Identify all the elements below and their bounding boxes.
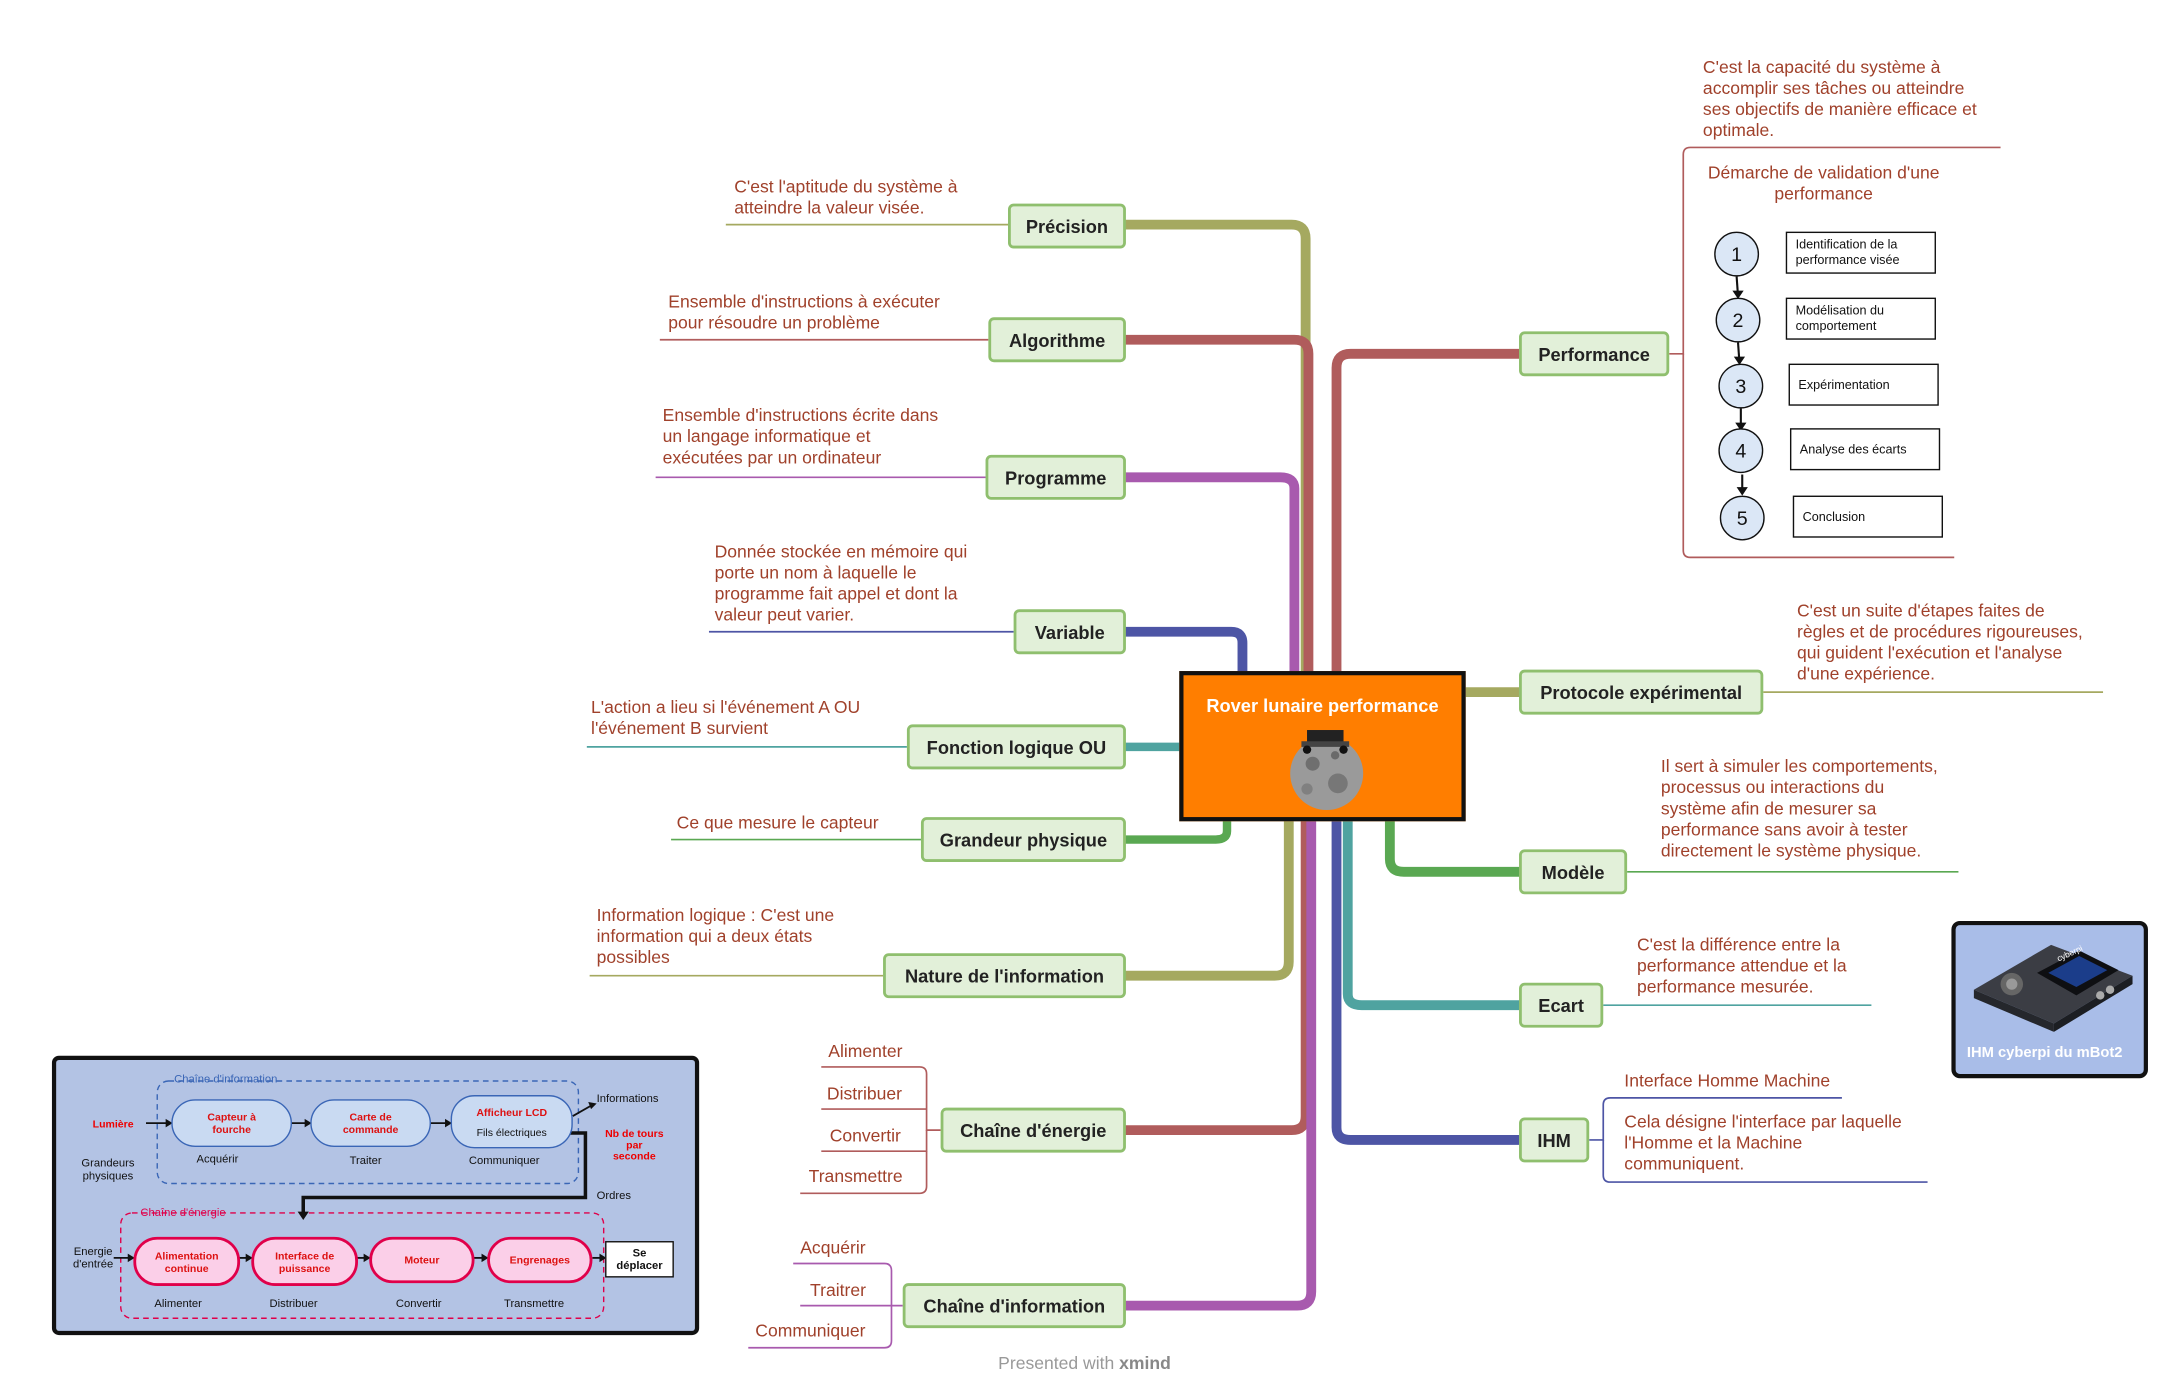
ihm-caption: IHM cyberpi du mBot2 (1966, 1044, 2123, 1062)
topic-ihm[interactable]: IHM (1519, 1117, 1590, 1163)
topic-ecart[interactable]: Ecart (1519, 982, 1604, 1028)
chain-afficheur-label: Afficheur LCD (476, 1105, 548, 1119)
note-precision: C'est l'aptitude du système à atteindre … (734, 176, 958, 218)
chain-energie-entree: Energie d'entrée (73, 1245, 114, 1271)
topic-fonction-logique-ou[interactable]: Fonction logique OU (906, 724, 1126, 770)
subtopic-transmettre[interactable]: Transmettre (808, 1166, 903, 1187)
step-circle-5: 5 (1719, 495, 1765, 541)
chain-block-alimentation: Alimentation continue (133, 1236, 241, 1286)
chain-lumiere: Lumière (92, 1117, 134, 1131)
topic-nature-information[interactable]: Nature de l'information (883, 953, 1126, 999)
chain-verb-transmettre: Transmettre (504, 1297, 565, 1310)
chain-verb-convertir: Convertir (395, 1297, 442, 1310)
moon-rover-icon (1290, 730, 1364, 811)
subtopic-distribuer[interactable]: Distribuer (826, 1083, 903, 1104)
xmind-logo: xmind (1119, 1353, 1171, 1374)
note-protocole: C'est un suite d'étapes faites de règles… (1796, 600, 2083, 684)
chain-verb-traiter: Traiter (349, 1154, 382, 1167)
chain-verb-alimenter: Alimenter (154, 1297, 202, 1310)
footer-presented-with[interactable]: Presented with xmind (998, 1353, 1171, 1373)
topic-protocole-experimental[interactable]: Protocole expérimental (1519, 669, 1764, 715)
step-circle-1: 1 (1714, 231, 1760, 277)
chain-verb-distribuer: Distribuer (269, 1297, 318, 1310)
chain-verb-acquerir: Acquérir (196, 1152, 239, 1166)
chain-diagram: Chaîne d'information Chaîne d'énergie Lu… (51, 1055, 700, 1336)
step-box-5: Conclusion (1792, 495, 1943, 538)
note-algorithme: Ensemble d'instructions à exécuter pour … (668, 292, 940, 333)
topic-chaine-information[interactable]: Chaîne d'information (902, 1283, 1126, 1329)
step-box-4: Analyse des écarts (1789, 428, 1941, 471)
chain-energy-title: Chaîne d'énergie (140, 1205, 226, 1219)
note-fonction-logique-ou: L'action a lieu si l'événement A OU l'év… (591, 697, 861, 739)
subtopic-communiquer[interactable]: Communiquer (755, 1321, 866, 1341)
subtopic-convertir[interactable]: Convertir (829, 1125, 901, 1146)
chain-block-afficheur: Afficheur LCD Fils électriques (450, 1095, 573, 1149)
central-topic-title: Rover lunaire performance (1206, 694, 1439, 716)
note-modele: Il sert à simuler les comportements, pro… (1660, 756, 1938, 861)
step-box-1: Identification de la performance visée (1785, 231, 1936, 274)
subtopic-traitrer[interactable]: Traitrer (810, 1280, 866, 1301)
footer-prefix: Presented with (998, 1353, 1115, 1374)
chain-block-capteur: Capteur à fourche (171, 1099, 293, 1147)
chain-output-se-deplacer: Se déplacer (605, 1241, 674, 1278)
topic-variable[interactable]: Variable (1013, 609, 1126, 655)
note-ihm-2: Cela désigne l'interface par laquelle l'… (1624, 1111, 1902, 1174)
subtopic-alimenter[interactable]: Alimenter (828, 1041, 903, 1062)
central-topic[interactable]: Rover lunaire performance (1179, 671, 1466, 822)
step-box-3: Expérimentation (1788, 363, 1939, 406)
chain-block-carte: Carte de commande (310, 1099, 431, 1147)
topic-performance[interactable]: Performance (1519, 331, 1670, 377)
note-grandeur-physique: Ce que mesure le capteur (676, 812, 879, 833)
chain-block-interface: Interface de puissance (251, 1236, 358, 1286)
note-ihm-1: Interface Homme Machine (1624, 1071, 1831, 1091)
chain-nb-tours: Nb de tours par seconde (605, 1127, 664, 1163)
ihm-cyberpi-image: cyberpi IHM cyberpi du mBot2 (1951, 920, 2148, 1079)
subtopic-acquerir[interactable]: Acquérir (800, 1238, 866, 1258)
topic-modele[interactable]: Modèle (1519, 849, 1628, 895)
chain-fils-label: Fils électriques (476, 1125, 547, 1138)
chain-block-engrenages: Engrenages (487, 1236, 593, 1284)
chain-ordres: Ordres (596, 1189, 631, 1202)
topic-programme[interactable]: Programme (985, 454, 1126, 500)
note-variable: Donnée stockée en mémoire qui porte un n… (714, 541, 968, 625)
step-circle-2: 2 (1715, 297, 1761, 343)
step-circle-4: 4 (1718, 428, 1764, 474)
topic-precision[interactable]: Précision (1008, 203, 1126, 249)
note-programme: Ensemble d'instructions écrite dans un l… (662, 405, 939, 468)
note-nature-information: Information logique : C'est une informat… (596, 905, 835, 968)
performance-subtitle: Démarche de validation d'une performance (1707, 162, 1940, 204)
topic-grandeur-physique[interactable]: Grandeur physique (920, 817, 1126, 862)
cyberpi-device-icon (1973, 944, 2133, 1032)
chain-grandeurs: Grandeurs physiques (81, 1156, 135, 1183)
chain-diagram-lines (113, 1080, 607, 1319)
chain-block-moteur: Moteur (369, 1236, 475, 1284)
chain-verb-communiquer: Communiquer (468, 1154, 540, 1167)
note-ecart: C'est la différence entre la performance… (1636, 934, 1847, 997)
step-box-2: Modélisation du comportement (1785, 297, 1936, 340)
topic-algorithme[interactable]: Algorithme (988, 317, 1126, 363)
topic-chaine-energie[interactable]: Chaîne d'énergie (940, 1107, 1126, 1153)
chain-info-title: Chaîne d'information (174, 1072, 278, 1086)
note-performance: C'est la capacité du système à accomplir… (1702, 57, 1977, 141)
chain-informations: Informations (596, 1092, 659, 1105)
step-circle-3: 3 (1718, 363, 1764, 409)
